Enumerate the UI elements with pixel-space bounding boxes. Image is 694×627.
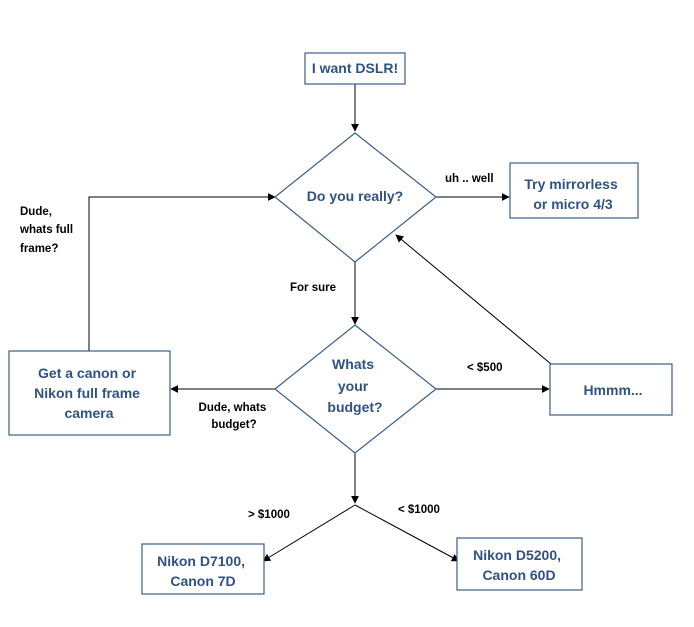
node-high-box xyxy=(141,543,265,595)
node-fullframe-box xyxy=(8,350,171,436)
node-budget-diamond xyxy=(274,324,437,454)
edge-split-to-low xyxy=(354,504,460,562)
node-mirrorless-box xyxy=(509,162,639,219)
node-start-label: I want DSLR! xyxy=(312,60,398,76)
edge-label-lt1000: < $1000 xyxy=(398,504,440,516)
edge-label-lt500: < $500 xyxy=(467,362,503,374)
edge-label-dude-fullframe: Dude, whats full frame? xyxy=(19,206,76,255)
edge-label-gt1000: > $1000 xyxy=(248,509,290,521)
node-fullframe-label: Get a canon or Nikon full frame camera xyxy=(34,365,144,421)
node-budget-label: Whats your budget? xyxy=(327,356,382,415)
node-really-label: Do you really? xyxy=(307,188,403,204)
edge-hmmm-back-to-really xyxy=(395,234,552,365)
node-really-diamond xyxy=(274,132,437,263)
edge-label-uh-well: uh .. well xyxy=(445,173,494,185)
node-high-label: Nikon D7100, Canon 7D xyxy=(157,553,249,589)
node-hmmm-label: Hmmm... xyxy=(583,382,642,398)
node-start-box xyxy=(304,52,406,85)
edge-fullframe-back-to-really xyxy=(88,193,276,351)
edge-label-dude-budget: Dude, whats budget? xyxy=(199,402,270,431)
node-hmmm-box xyxy=(549,363,673,416)
node-low-label: Nikon D5200, Canon 60D xyxy=(473,547,565,583)
edge-split-to-high xyxy=(262,504,356,562)
node-low-box xyxy=(456,537,583,591)
node-mirrorless-label: Try mirrorless or micro 4/3 xyxy=(524,176,621,212)
edge-label-for-sure: For sure xyxy=(290,282,336,294)
